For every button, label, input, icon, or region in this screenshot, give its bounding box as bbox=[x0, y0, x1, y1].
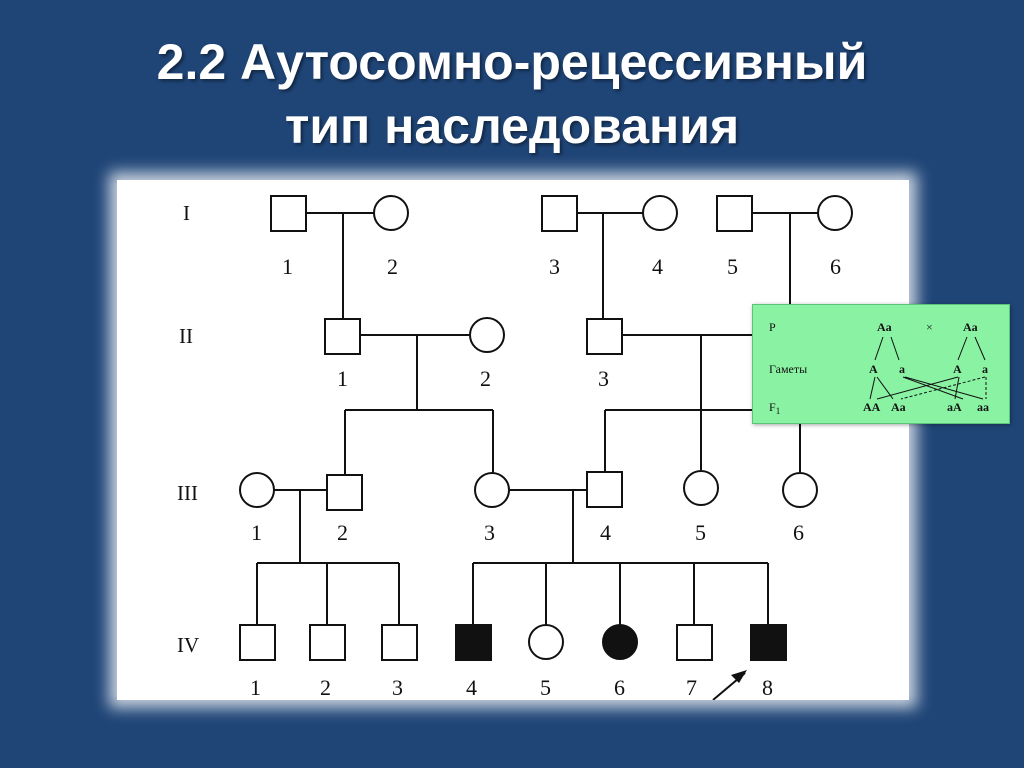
cross-p-label: P bbox=[769, 320, 776, 334]
title-line-1: 2.2 Аутосомно-рецессивный bbox=[156, 34, 868, 90]
male-II-1 bbox=[324, 318, 361, 355]
female-I-4 bbox=[642, 195, 678, 231]
label-III-4: 4 bbox=[600, 520, 611, 545]
cross-gamete-4: a bbox=[982, 362, 988, 376]
cross-gametes-label: Гаметы bbox=[769, 362, 807, 376]
pedigree-chart: I II III IV 1 2 3 4 5 6 1 2 3 1 2 3 4 5 … bbox=[177, 195, 853, 700]
pedigree-panel: I II III IV 1 2 3 4 5 6 1 2 3 1 2 3 4 5 … bbox=[117, 180, 909, 700]
proband-arrow-icon bbox=[712, 670, 747, 700]
male-I-1 bbox=[270, 195, 307, 232]
label-I-3: 3 bbox=[549, 254, 560, 279]
female-III-5 bbox=[683, 470, 719, 506]
male-III-2 bbox=[326, 474, 363, 511]
label-II-3: 3 bbox=[598, 366, 609, 391]
generation-label-II: II bbox=[179, 324, 193, 348]
individual-labels: 1 2 3 4 5 6 1 2 3 1 2 3 4 5 6 1 2 3 4 5 … bbox=[250, 254, 841, 700]
male-III-4 bbox=[586, 471, 623, 508]
label-I-1: 1 bbox=[282, 254, 293, 279]
male-I-3 bbox=[541, 195, 578, 232]
label-IV-1: 1 bbox=[250, 675, 261, 700]
generation-label-IV: IV bbox=[177, 633, 199, 657]
male-IV-3 bbox=[381, 624, 418, 661]
male-IV-2 bbox=[309, 624, 346, 661]
slide-title: 2.2 Аутосомно-рецессивный тип наследован… bbox=[0, 30, 1024, 158]
label-III-2: 2 bbox=[337, 520, 348, 545]
female-I-2 bbox=[373, 195, 409, 231]
female-IV-5 bbox=[528, 624, 564, 660]
cross-offspring-1: AA bbox=[863, 400, 881, 414]
cross-f1-letter: F bbox=[769, 400, 776, 414]
cross-gamete-1: A bbox=[869, 362, 878, 376]
label-IV-8: 8 bbox=[762, 675, 773, 700]
label-IV-6: 6 bbox=[614, 675, 625, 700]
cross-parent-1: Aa bbox=[877, 320, 892, 334]
cross-times-sign: × bbox=[926, 320, 933, 334]
male-IV-8-affected bbox=[750, 624, 787, 661]
label-III-3: 3 bbox=[484, 520, 495, 545]
cross-scheme: P Aa × Aa Гаметы A a A a F1 AA Aa aA aa bbox=[769, 320, 989, 416]
label-I-5: 5 bbox=[727, 254, 738, 279]
label-II-1: 1 bbox=[337, 366, 348, 391]
male-IV-4-affected bbox=[455, 624, 492, 661]
label-IV-2: 2 bbox=[320, 675, 331, 700]
cross-parent-2: Aa bbox=[963, 320, 978, 334]
label-IV-5: 5 bbox=[540, 675, 551, 700]
female-I-6 bbox=[817, 195, 853, 231]
female-III-1 bbox=[239, 472, 275, 508]
male-I-5 bbox=[716, 195, 753, 232]
cross-offspring-3: aA bbox=[947, 400, 962, 414]
label-I-4: 4 bbox=[652, 254, 663, 279]
label-I-6: 6 bbox=[830, 254, 841, 279]
label-IV-3: 3 bbox=[392, 675, 403, 700]
genetic-cross-box: P Aa × Aa Гаметы A a A a F1 AA Aa aA aa bbox=[752, 304, 1010, 424]
cross-f1-subscript: 1 bbox=[776, 406, 781, 416]
female-III-6 bbox=[782, 472, 818, 508]
generation-label-III: III bbox=[177, 481, 198, 505]
male-II-3 bbox=[586, 318, 623, 355]
pedigree-individuals bbox=[239, 195, 853, 661]
female-IV-6-affected bbox=[602, 624, 638, 660]
title-line-2: тип наследования bbox=[284, 98, 740, 154]
cross-gamete-3: A bbox=[953, 362, 962, 376]
label-I-2: 2 bbox=[387, 254, 398, 279]
cross-f1-label: F1 bbox=[769, 400, 780, 416]
label-III-6: 6 bbox=[793, 520, 804, 545]
cross-offspring-4: aa bbox=[977, 400, 989, 414]
generation-label-I: I bbox=[183, 201, 190, 225]
label-IV-7: 7 bbox=[686, 675, 697, 700]
cross-gamete-lines bbox=[869, 336, 987, 400]
female-III-3 bbox=[474, 472, 510, 508]
female-II-2 bbox=[469, 317, 505, 353]
male-IV-1 bbox=[239, 624, 276, 661]
male-IV-7 bbox=[676, 624, 713, 661]
label-IV-4: 4 bbox=[466, 675, 477, 700]
cross-offspring-2: Aa bbox=[891, 400, 906, 414]
cross-gamete-2: a bbox=[899, 362, 905, 376]
label-III-1: 1 bbox=[251, 520, 262, 545]
label-III-5: 5 bbox=[695, 520, 706, 545]
label-II-2: 2 bbox=[480, 366, 491, 391]
